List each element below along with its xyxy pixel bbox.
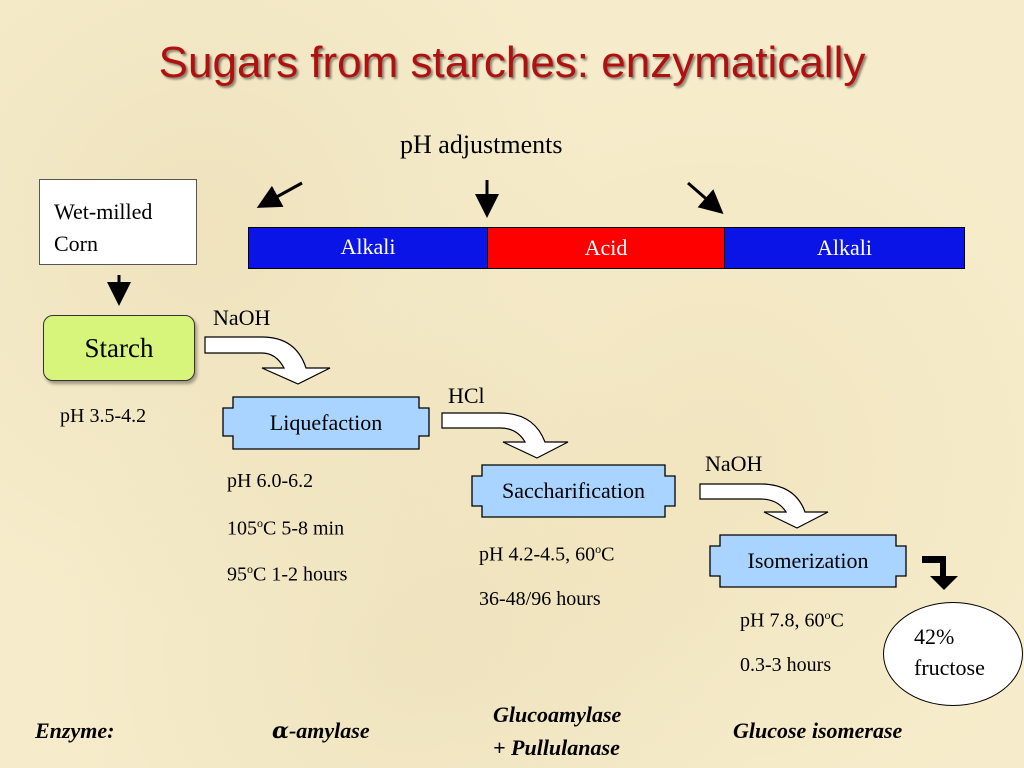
isomerization-condition-2: 0.3-3 hours bbox=[740, 654, 832, 676]
alkali-segment-right: Alkali bbox=[724, 227, 965, 269]
isomerization-condition-1: pH 7.8, 60oC bbox=[740, 608, 844, 632]
liquefaction-box bbox=[222, 396, 430, 450]
naoh-label-1: NaOH bbox=[213, 305, 271, 330]
saccharification-condition-1: pH 4.2-4.5, 60oC bbox=[479, 542, 615, 566]
saccharification-box bbox=[471, 464, 676, 518]
alkali-segment-left: Alkali bbox=[248, 227, 488, 269]
starch-label: Starch bbox=[84, 332, 154, 363]
product-line1: 42% bbox=[914, 624, 955, 649]
slide-title: Sugars from starches: enzymatically bbox=[158, 38, 866, 87]
saccharification-condition-2: 36-48/96 hours bbox=[479, 588, 601, 610]
enzyme-glucoamylase: Glucoamylase bbox=[493, 702, 622, 727]
enzyme-heading: Enzyme: bbox=[35, 718, 115, 743]
product-line2: fructose bbox=[914, 655, 985, 680]
isomerization-box bbox=[709, 534, 907, 588]
hcl-label: HCl bbox=[448, 383, 485, 408]
ph-adjustments-label: pH adjustments bbox=[400, 130, 563, 159]
ph-arrow-right bbox=[687, 181, 724, 214]
naoh-label-2: NaOH bbox=[705, 451, 763, 476]
corn-line1: Wet-milled bbox=[54, 199, 153, 224]
enzyme-alpha-amylase: α-amylase bbox=[272, 718, 370, 744]
starch-box: Starch bbox=[43, 315, 195, 381]
flow-arrow-liquefaction-saccharification bbox=[441, 412, 569, 459]
fructose-product: 42% fructose bbox=[883, 602, 1023, 706]
flow-arrow-saccharification-isomerization bbox=[699, 483, 829, 529]
enzyme-pullulanase: + Pullulanase bbox=[493, 735, 620, 760]
hook-arrow bbox=[922, 556, 958, 590]
alkali-label-right: Alkali bbox=[817, 235, 872, 260]
liquefaction-ph: pH 6.0-6.2 bbox=[227, 470, 314, 492]
liquefaction-condition-1: 105oC 5-8 min bbox=[227, 516, 345, 540]
ph-arrow-left bbox=[256, 181, 303, 208]
flow-arrow-starch-liquefaction bbox=[204, 336, 331, 385]
enzyme-glucose-isomerase: Glucose isomerase bbox=[733, 718, 903, 743]
acid-label: Acid bbox=[584, 235, 628, 260]
wet-milled-corn-box: Wet-milled Corn bbox=[39, 179, 197, 265]
alkali-label-left: Alkali bbox=[340, 234, 396, 259]
corn-line2: Corn bbox=[54, 231, 98, 256]
acid-segment: Acid bbox=[487, 227, 725, 269]
starch-ph: pH 3.5-4.2 bbox=[60, 405, 147, 427]
liquefaction-condition-2: 95oC 1-2 hours bbox=[227, 562, 348, 586]
